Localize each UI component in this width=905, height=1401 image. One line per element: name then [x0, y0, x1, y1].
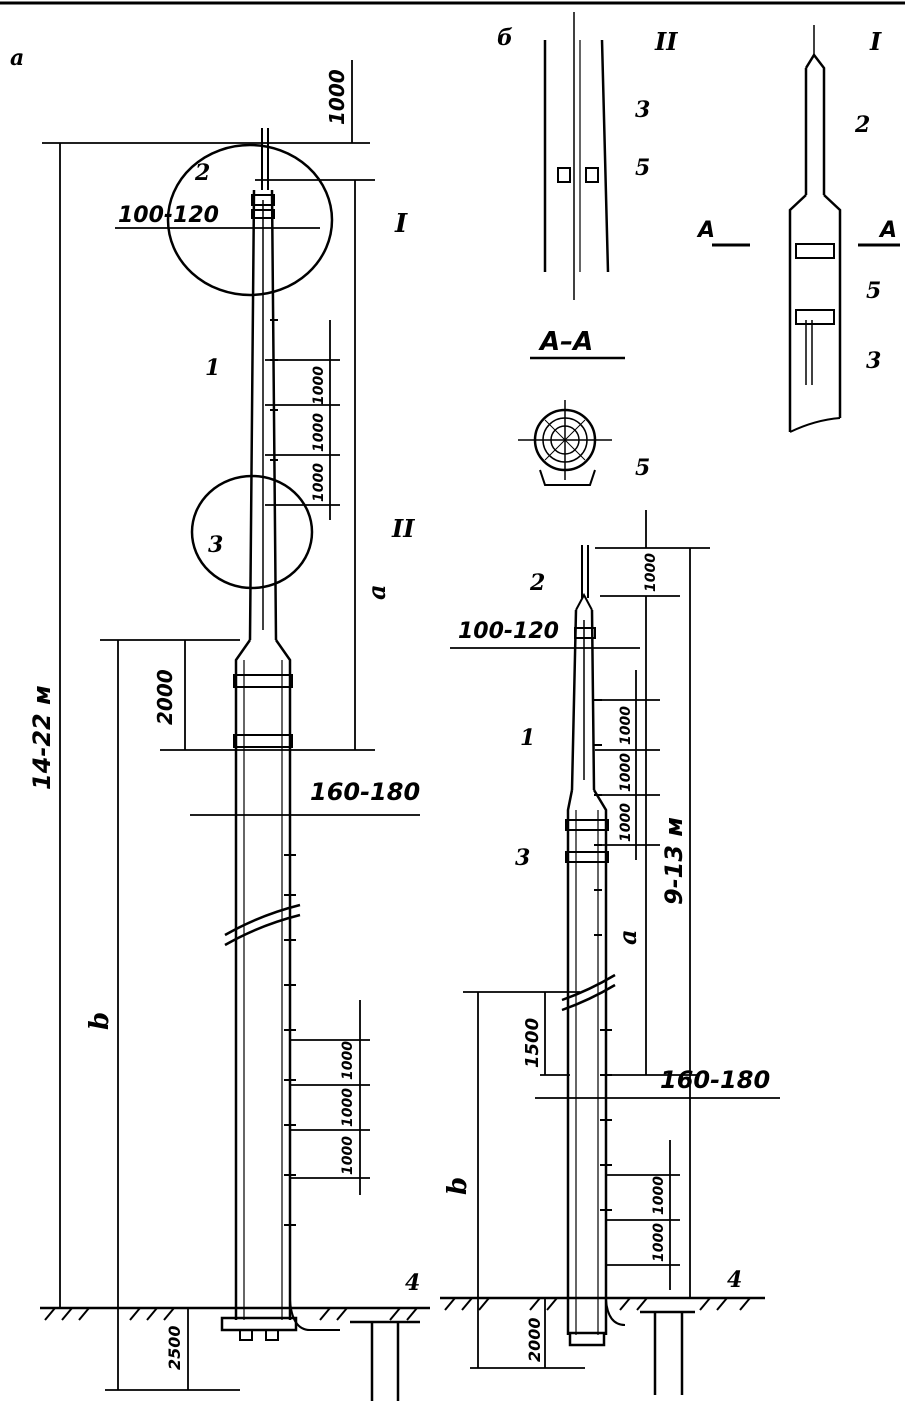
view-b-pole [561, 545, 626, 1347]
callout-3-b: 3 [515, 845, 530, 871]
dim-9-13-b: 9-13 м [660, 817, 688, 905]
detail-II-view [543, 12, 610, 300]
dimensions-a [42, 60, 420, 1391]
ground-a [40, 1306, 430, 1401]
view-a-label: a [10, 45, 24, 71]
callout-2-I: 2 [854, 112, 870, 138]
label-I-b: I [869, 27, 882, 56]
nut-a1 [239, 1329, 253, 1341]
dim-2500-a: 2500 [165, 1325, 184, 1370]
dim-1000-b2: 1000 [618, 753, 634, 792]
nut-a2 [265, 1329, 279, 1341]
dim-1000-a2: 1000 [311, 413, 327, 452]
section-aa-drawing [518, 400, 612, 486]
dim-a-a: a [362, 584, 391, 600]
callout-2-b: 2 [529, 570, 545, 596]
callout-3-II: 3 [635, 97, 650, 123]
callout-4-b: 4 [727, 1267, 742, 1293]
dim-160-180-b: 160-180 [660, 1066, 770, 1094]
callout-2-a: 2 [194, 160, 210, 186]
callout-5-I: 5 [866, 278, 881, 304]
detail-circle-I [166, 143, 334, 297]
dim-b-a: b [85, 1012, 115, 1030]
label-II-a: II [391, 514, 415, 543]
dim-100-120-b: 100-120 [458, 619, 559, 644]
dim-2000-b: 2000 [525, 1317, 544, 1362]
dim-1000-top-b: 1000 [643, 553, 659, 592]
callout-3-a: 3 [208, 532, 223, 558]
callout-1-b: 1 [520, 725, 535, 751]
break-line-a [224, 903, 301, 947]
dim-1000-b3: 1000 [618, 803, 634, 842]
section-mark-left: A [696, 218, 715, 243]
dim-160-180-a: 160-180 [310, 778, 420, 806]
dim-14-22-a: 14-22 м [28, 685, 56, 790]
section-mark-right: A [878, 218, 897, 243]
dim-1000-a4: 1000 [340, 1041, 356, 1080]
dim-1000-a3: 1000 [311, 463, 327, 502]
clamp-top-a1 [251, 194, 275, 206]
dim-1000-b5: 1000 [651, 1223, 667, 1262]
ground-b [440, 1296, 765, 1395]
clamp-top-a2 [251, 209, 275, 219]
dim-1000-a5: 1000 [340, 1088, 356, 1127]
ground-conductor-a [289, 1260, 340, 1331]
band-a2 [233, 734, 293, 748]
dim-a-b: a [613, 929, 642, 945]
dim-1000-b1: 1000 [618, 706, 634, 745]
view-a-pole [166, 128, 340, 1341]
callout-1-a: 1 [205, 355, 220, 381]
dim-2000-a: 2000 [153, 669, 177, 725]
dim-1000-a1: 1000 [311, 366, 327, 405]
callout-3-I: 3 [866, 348, 881, 374]
band-a1 [233, 674, 293, 688]
dim-1000-a6: 1000 [340, 1136, 356, 1175]
dim-100-120-a: 100-120 [118, 203, 219, 228]
upper-pole-a [248, 189, 278, 641]
dim-b-b: b [443, 1177, 473, 1195]
label-II-b: II [654, 27, 678, 56]
dim-1000-b4: 1000 [651, 1176, 667, 1215]
dimensions-b [450, 510, 780, 1369]
callout-5-II: 5 [635, 155, 650, 181]
dim-1000-top-a: 1000 [325, 69, 349, 125]
detail-I-view [788, 25, 842, 433]
label-I-a: I [394, 209, 408, 239]
view-b-label: б [497, 25, 513, 51]
detail-circle-II [190, 474, 314, 590]
base-plate-a [220, 1316, 298, 1332]
lower-pole-a [234, 639, 292, 1320]
callout-5-AA: 5 [635, 455, 650, 481]
section-aa-label: A–A [538, 327, 593, 357]
dim-1500-b: 1500 [522, 1018, 543, 1068]
callout-4-a: 4 [405, 1270, 420, 1296]
